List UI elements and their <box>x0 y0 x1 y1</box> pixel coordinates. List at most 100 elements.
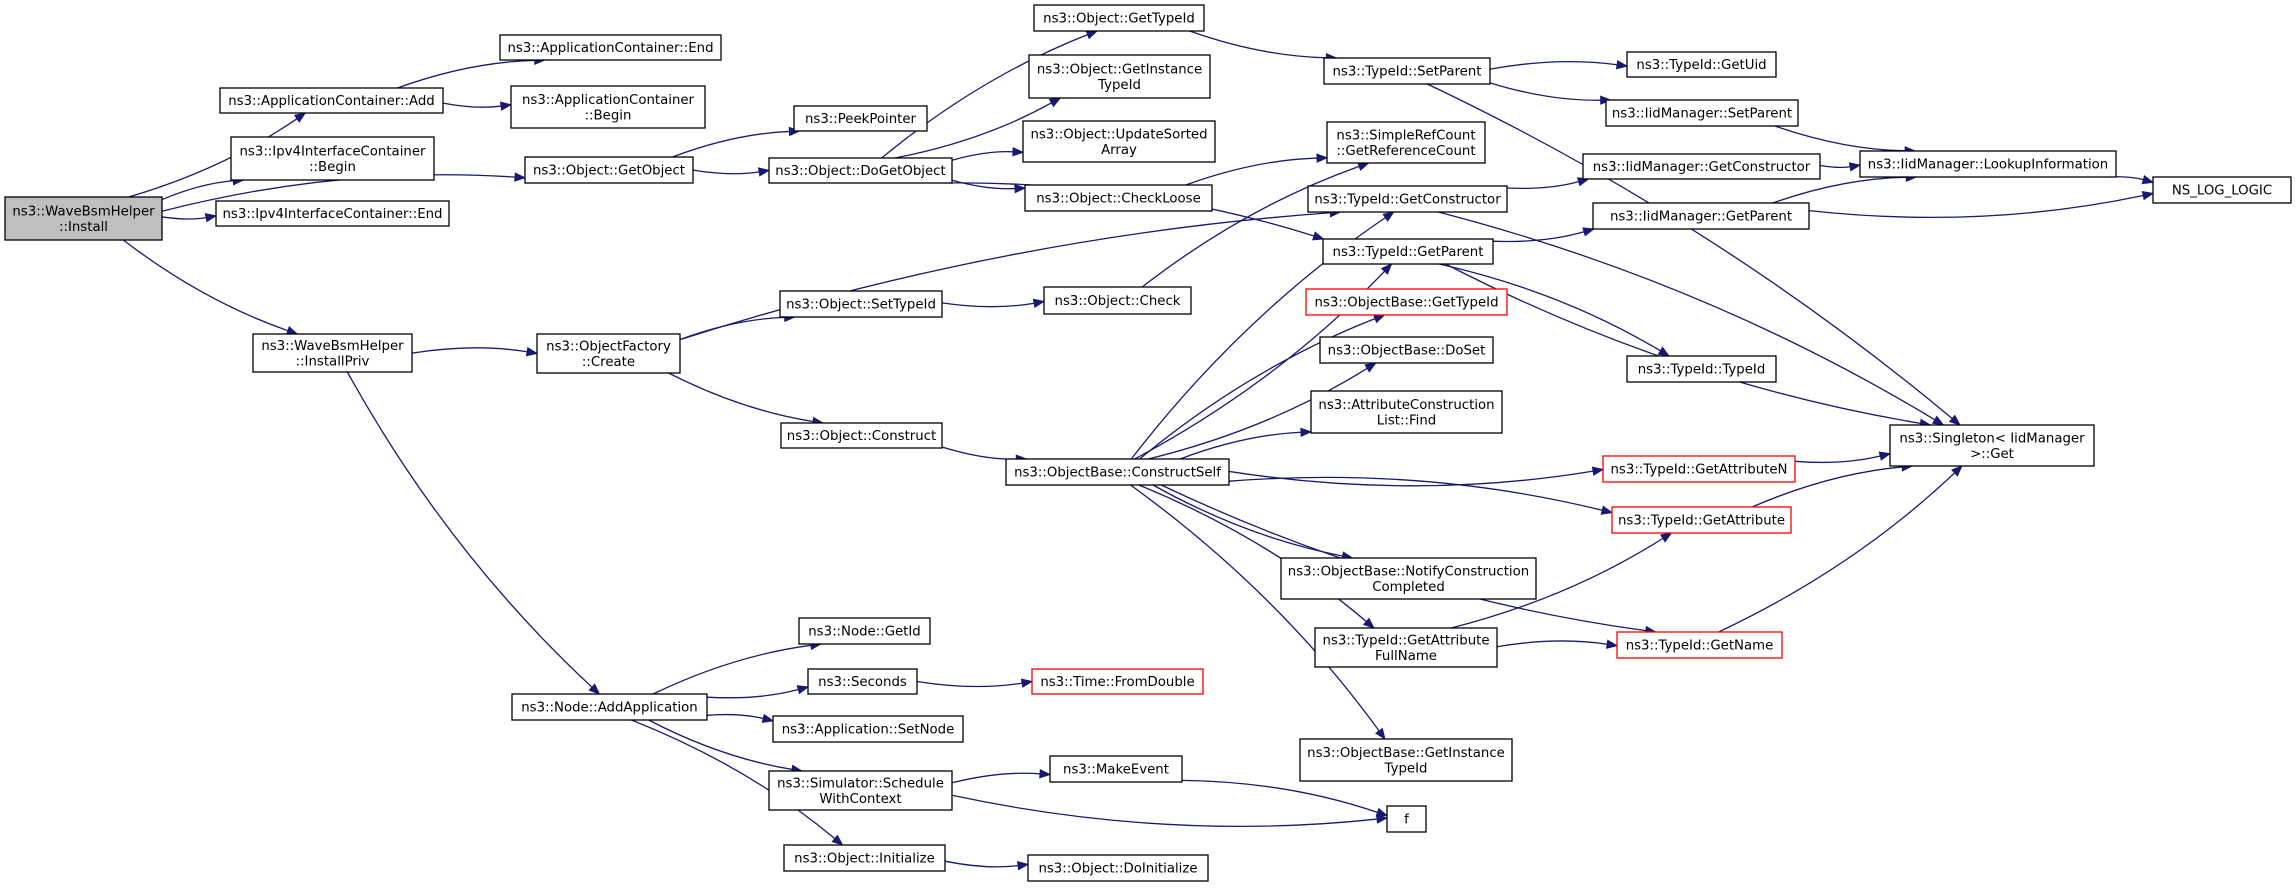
edge-line <box>1445 263 1921 424</box>
node-installPriv[interactable]: ns3::WaveBsmHelper::InstallPriv <box>252 333 413 373</box>
arrowhead-icon <box>757 167 771 177</box>
node-label: FullName <box>1375 649 1437 664</box>
arrowhead-icon <box>525 347 539 357</box>
node-getObject[interactable]: ns3::Object::GetObject <box>524 156 694 184</box>
edge-typeGetParent-to-singleton <box>1445 263 1932 428</box>
arrowhead-icon <box>588 683 601 695</box>
edge-objGetTypeId-to-setParent <box>1189 30 1338 63</box>
node-label: ns3::Object::GetTypeId <box>1043 12 1195 27</box>
arrowhead-icon <box>1039 769 1052 779</box>
edge-line <box>941 302 1035 308</box>
node-factoryCreate[interactable]: ns3::ObjectFactory::Create <box>536 333 681 374</box>
node-box <box>1031 668 1204 695</box>
node-constructSelf[interactable]: ns3::ObjectBase::ConstructSelf <box>1005 458 1230 486</box>
edge-setParent-to-getUid <box>1489 60 1629 70</box>
node-label: >::Get <box>1970 447 2014 462</box>
edge-line <box>1774 125 1906 152</box>
node-f[interactable]: f <box>1386 805 1427 833</box>
node-getAttr[interactable]: ns3::TypeId::GetAttribute <box>1611 506 1792 534</box>
node-addApp[interactable]: ns3::Node::AddApplication <box>511 693 708 721</box>
node-box <box>1005 458 1230 486</box>
edge-setParent-to-iidSetParent <box>1489 82 1613 105</box>
node-appSetNode[interactable]: ns3::Application::SetNode <box>772 715 964 743</box>
node-ipv4End[interactable]: ns3::Ipv4InterfaceContainer::End <box>215 200 450 227</box>
arrowhead-icon <box>293 112 307 123</box>
node-appEnd[interactable]: ns3::ApplicationContainer::End <box>499 34 722 61</box>
edge-line <box>706 688 799 699</box>
node-box <box>2152 176 2292 204</box>
edge-root-to-ipv4End <box>161 213 218 223</box>
node-objInit[interactable]: ns3::Object::Initialize <box>783 844 946 872</box>
node-root[interactable]: ns3::WaveBsmHelper::Install <box>4 196 163 241</box>
node-objGetTypeId[interactable]: ns3::Object::GetTypeId <box>1033 4 1205 32</box>
node-iidGetParent[interactable]: ns3::IidManager::GetParent <box>1592 202 1810 230</box>
node-iidGetCtor[interactable]: ns3::IidManager::GetConstructor <box>1582 153 1821 180</box>
node-nodeGetId[interactable]: ns3::Node::GetId <box>798 617 931 645</box>
node-nsLog[interactable]: NS_LOG_LOGIC <box>2152 176 2292 204</box>
node-setTypeId[interactable]: ns3::Object::SetTypeId <box>779 290 943 318</box>
arrowhead-icon <box>1659 532 1673 543</box>
node-box <box>1626 355 1777 383</box>
edge-line <box>411 347 528 354</box>
node-peek[interactable]: ns3::PeekPointer <box>793 105 928 132</box>
node-seconds[interactable]: ns3::Seconds <box>807 668 918 695</box>
node-label: ns3::ObjectBase::DoSet <box>1328 344 1486 359</box>
arrowhead-icon <box>1020 678 1034 688</box>
node-getUid[interactable]: ns3::TypeId::GetUid <box>1626 51 1777 78</box>
node-getAttrN[interactable]: ns3::TypeId::GetAttributeN <box>1602 455 1796 483</box>
edge-line <box>128 118 298 198</box>
edges-layer <box>122 30 2155 871</box>
node-doSet[interactable]: ns3::ObjectBase::DoSet <box>1319 336 1494 364</box>
node-typeTypeId[interactable]: ns3::TypeId::TypeId <box>1626 355 1777 383</box>
node-appBegin[interactable]: ns3::ApplicationContainer::Begin <box>510 85 706 129</box>
edge-constructSelf-to-attrFind <box>1179 427 1313 460</box>
node-simpleRef[interactable]: ns3::SimpleRefCount::GetReferenceCount <box>1326 121 1486 164</box>
node-lookup[interactable]: ns3::IidManager::LookupInformation <box>1859 150 2117 178</box>
node-objCheck[interactable]: ns3::Object::Check <box>1043 286 1192 315</box>
edge-line <box>1808 194 2144 219</box>
node-getName[interactable]: ns3::TypeId::GetName <box>1616 631 1783 659</box>
node-typeGetCtor[interactable]: ns3::TypeId::GetConstructor <box>1307 185 1508 213</box>
edge-appAdd-to-appEnd <box>397 55 547 89</box>
arrowhead-icon <box>499 101 513 111</box>
node-label: ns3::IidManager::LookupInformation <box>1868 158 2108 173</box>
edge-factoryCreate-to-construct <box>668 372 825 427</box>
edge-constructSelf-to-getAttrFull <box>1138 484 1375 629</box>
edge-doGetObject-to-checkLoose <box>951 179 1027 194</box>
node-doInit[interactable]: ns3::Object::DoInitialize <box>1027 854 1209 882</box>
node-box <box>780 422 943 449</box>
node-checkLoose[interactable]: ns3::Object::CheckLoose <box>1024 184 1213 212</box>
edge-line <box>1718 472 1956 633</box>
edge-line <box>1772 176 1907 204</box>
edge-root-to-appAdd <box>128 112 307 198</box>
node-singleton[interactable]: ns3::Singleton< IidManager>::Get <box>1889 424 2095 467</box>
node-box <box>511 693 708 721</box>
node-notifyConstr[interactable]: ns3::ObjectBase::NotifyConstructionCompl… <box>1280 557 1537 600</box>
edge-line <box>1228 476 1603 511</box>
arrowhead-icon <box>1364 362 1377 373</box>
node-ipv4Begin[interactable]: ns3::Ipv4InterfaceContainer::Begin <box>230 136 435 181</box>
edge-iidGetParent-to-nsLog <box>1808 190 2155 219</box>
node-objBaseGetTypeId[interactable]: ns3::ObjectBase::GetTypeId <box>1305 288 1508 316</box>
edge-line <box>1492 231 1585 243</box>
node-makeEvent[interactable]: ns3::MakeEvent <box>1049 755 1183 783</box>
arrowhead-icon <box>2141 174 2155 185</box>
arrowhead-icon <box>1374 727 1386 741</box>
edge-line <box>894 102 1052 159</box>
node-setParent[interactable]: ns3::TypeId::SetParent <box>1323 57 1491 85</box>
node-label: TypeId <box>1097 78 1141 93</box>
node-iidSetParent[interactable]: ns3::IidManager::SetParent <box>1605 99 1799 127</box>
edge-line <box>397 59 535 89</box>
node-doGetObject[interactable]: ns3::Object::DoGetObject <box>768 157 953 184</box>
node-timeFromDouble[interactable]: ns3::Time::FromDouble <box>1031 668 1204 695</box>
node-appAdd[interactable]: ns3::ApplicationContainer::Add <box>219 87 444 114</box>
edge-makeEvent-to-f <box>1181 779 1389 817</box>
node-typeGetParent[interactable]: ns3::TypeId::GetParent <box>1322 238 1494 265</box>
node-construct[interactable]: ns3::Object::Construct <box>780 422 943 449</box>
